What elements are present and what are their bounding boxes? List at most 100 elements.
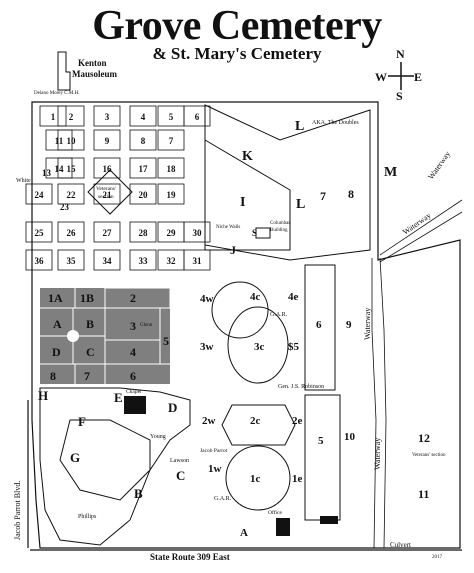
svg-text:S: S: [396, 89, 403, 103]
section-box: [129, 105, 157, 127]
office-label: Office: [268, 509, 283, 516]
jacob-parrot-blvd-label: Jacob Parrot Blvd.: [13, 481, 22, 540]
section-label: 24: [35, 190, 45, 200]
section-box: [129, 249, 157, 271]
mausoleum-label: Mausoleum: [72, 69, 118, 79]
waterway-label-2: Waterway: [426, 150, 452, 182]
section-box: [93, 221, 121, 243]
section-label: A: [240, 527, 248, 539]
section-label: 1: [51, 112, 56, 122]
section-grid: [25, 105, 211, 271]
section-box: [129, 221, 157, 243]
culvert-label: Culvert: [390, 541, 411, 549]
gray-labels: 1A 1B 2 A B D C 3 4 5 8 7 6: [48, 291, 169, 383]
section-label: 6: [195, 112, 200, 122]
veterans-12-label: Veterans' section: [412, 453, 446, 458]
section-label: C: [176, 468, 185, 483]
section-box: [93, 183, 121, 205]
section-label: 28: [139, 228, 149, 238]
section-box: [157, 157, 185, 179]
state-route-label: State Route 309 East: [150, 552, 230, 562]
section-box: [57, 105, 85, 127]
section-label: 8: [141, 136, 146, 146]
glenn-label: Glenn: [140, 323, 153, 328]
svg-text:D: D: [52, 345, 61, 359]
section-label: 4w: [200, 293, 214, 305]
chapel-label: Chapel: [126, 389, 142, 395]
veterans-label: Veterans': [96, 186, 116, 192]
section-label: L: [296, 197, 305, 212]
svg-text:C: C: [86, 345, 95, 359]
section-label: S: [252, 228, 257, 238]
svg-text:E: E: [414, 70, 422, 84]
section-label: 2: [69, 112, 74, 122]
section-box: [183, 105, 211, 127]
section-label: 5: [169, 112, 174, 122]
section-box: [93, 129, 121, 151]
section-label: 36: [35, 256, 45, 266]
office-annex-icon: [320, 516, 338, 524]
svg-text:7: 7: [84, 369, 90, 383]
phillips-label: Phillips: [78, 514, 97, 520]
section-label: 35: [67, 256, 77, 266]
section-label: 14: [55, 164, 65, 174]
section-label: section: [98, 194, 114, 200]
section-box: [25, 249, 53, 271]
section-label: M: [384, 165, 397, 180]
gar-bottom-label: G.A.R.: [214, 496, 232, 502]
svg-text:N: N: [396, 47, 405, 61]
section-label: 15: [67, 164, 77, 174]
section-label: 1e: [292, 473, 303, 485]
section-label: G: [70, 450, 80, 465]
section-label: F: [78, 414, 86, 429]
young-label: Young: [150, 434, 166, 440]
section-box: [93, 249, 121, 271]
section-label: 22: [67, 190, 77, 200]
section-label: 2w: [202, 415, 216, 427]
veterans-diamond: [87, 169, 133, 215]
gar-top-label: G.A.R.: [270, 312, 288, 318]
section-box: [183, 249, 211, 271]
section-label: 3c: [254, 341, 265, 353]
section-label: 13: [42, 168, 52, 178]
section-label: K: [242, 149, 253, 164]
cemetery-boundary: [31, 101, 461, 549]
section-label: 9: [105, 136, 110, 146]
section-box: [57, 221, 85, 243]
section-label: 31: [193, 256, 203, 266]
section-label: J: [230, 243, 236, 257]
waterway-diagonal: [379, 199, 463, 263]
section-label: 20: [139, 190, 149, 200]
jacob-parrot-label: Jacob Parrot: [200, 448, 228, 454]
section-label: 1c: [250, 473, 261, 485]
section-label: 4e: [288, 291, 299, 303]
section-label: 30: [193, 228, 203, 238]
columbar-label: Columbar.: [270, 221, 291, 226]
svg-text:A: A: [53, 317, 62, 331]
map-title: Grove Cemetery: [92, 3, 382, 49]
section-label: 32: [167, 256, 177, 266]
section-label: 29: [167, 228, 177, 238]
svg-text:B: B: [86, 317, 94, 331]
svg-text:4: 4: [130, 345, 136, 359]
lettered-regions: [39, 104, 371, 546]
section-label: 10: [344, 431, 356, 443]
section-label: 4: [141, 112, 146, 122]
section-box: [157, 183, 185, 205]
office-icon: [276, 518, 290, 536]
section-label: 10: [67, 136, 77, 146]
kenton-mausoleum-icon: [57, 51, 71, 91]
section-label: 18: [167, 164, 177, 174]
section-box: [129, 129, 157, 151]
columbar-icon: [255, 227, 271, 239]
section-label: 5: [318, 435, 324, 447]
section-box: [39, 105, 67, 127]
section-box: [57, 157, 85, 179]
section-box: [25, 221, 53, 243]
section-label: 2c: [250, 415, 261, 427]
section-box: [57, 183, 85, 205]
lawson-label: Lawson: [170, 458, 189, 464]
svg-text:3: 3: [130, 319, 136, 333]
section-label: 21: [103, 190, 113, 200]
section-box: [93, 157, 121, 179]
